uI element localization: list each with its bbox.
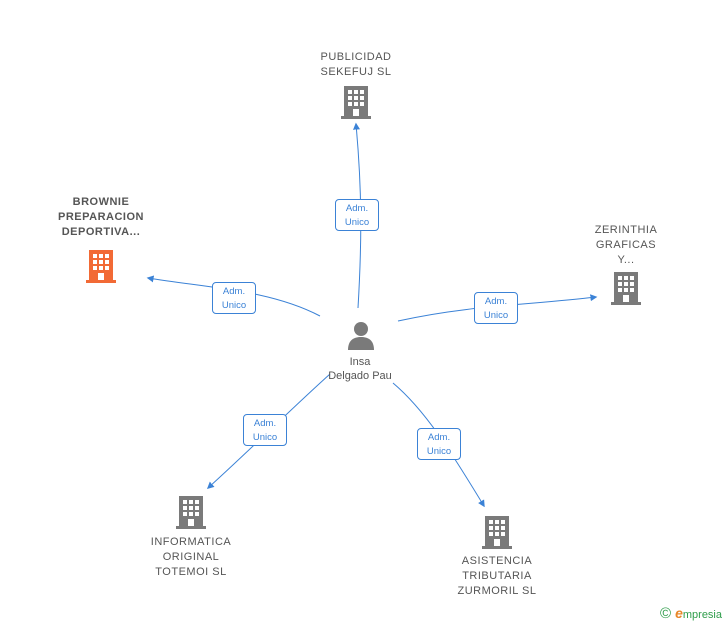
person-name-line1: Insa (349, 356, 371, 368)
company-label[interactable]: PUBLICIDAD SEKEFUJ SL (320, 51, 392, 78)
relation-badge-informatica[interactable]: Adm. Unico (243, 414, 287, 446)
company-node-informatica[interactable]: INFORMATICA ORIGINAL TOTEMOI SL (136, 494, 246, 580)
relation-role: Adm. (222, 286, 246, 297)
relation-role: Adm. (427, 432, 451, 443)
company-node-asistencia[interactable]: ASISTENCIA TRIBUTARIA ZURMORIL SL (442, 514, 552, 599)
company-label[interactable]: ASISTENCIA TRIBUTARIA ZURMORIL SL (457, 555, 537, 597)
relation-type: Unico (483, 310, 509, 321)
brand-name: mpresia (682, 609, 722, 621)
person-name[interactable]: Insa Delgado Pau (310, 355, 410, 383)
relation-badge-zerinthia[interactable]: Adm. Unico (474, 292, 518, 324)
person-name-line2: Delgado Pau (328, 370, 392, 382)
relation-type: Unico (221, 300, 247, 311)
person-icon[interactable] (346, 320, 376, 350)
company-node-publicidad[interactable]: PUBLICIDAD SEKEFUJ SL (306, 50, 406, 120)
copyright-icon: © (660, 605, 672, 622)
relation-badge-brownie[interactable]: Adm. Unico (212, 282, 256, 314)
building-icon (86, 250, 116, 283)
building-icon (341, 86, 371, 119)
company-label[interactable]: BROWNIE PREPARACION DEPORTIVA... (58, 196, 144, 238)
relation-role: Adm. (345, 203, 369, 214)
relation-role: Adm. (253, 418, 277, 429)
brand-footer: ©empresia (660, 605, 722, 622)
building-icon (176, 496, 206, 529)
brand-initial: e (675, 605, 683, 621)
relation-type: Unico (344, 217, 370, 228)
relation-role: Adm. (484, 296, 508, 307)
relation-type: Unico (426, 446, 452, 457)
building-icon (611, 272, 641, 305)
company-node-brownie[interactable]: BROWNIE PREPARACION DEPORTIVA... (46, 195, 156, 284)
company-node-zerinthia[interactable]: ZERINTHIA GRAFICAS Y... (576, 223, 676, 306)
relation-badge-asistencia[interactable]: Adm. Unico (417, 428, 461, 460)
building-icon (482, 516, 512, 549)
company-label[interactable]: INFORMATICA ORIGINAL TOTEMOI SL (150, 536, 232, 578)
company-label[interactable]: ZERINTHIA GRAFICAS Y... (594, 224, 658, 266)
relation-type: Unico (252, 432, 278, 443)
relation-badge-publicidad[interactable]: Adm. Unico (335, 199, 379, 231)
